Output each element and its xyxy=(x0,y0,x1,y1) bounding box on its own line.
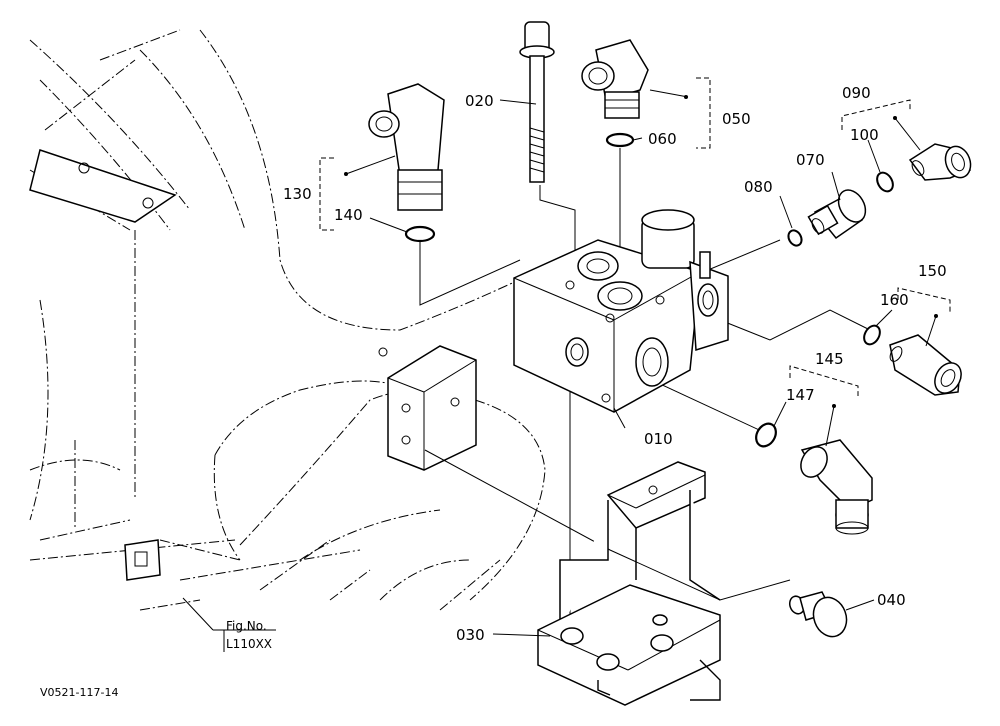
figure-ref-line1: Fig.No. xyxy=(226,619,267,633)
plug-040[interactable] xyxy=(787,591,852,641)
elbow-fitting-145[interactable] xyxy=(796,439,873,535)
adapter-070[interactable] xyxy=(807,185,870,240)
label-100: 100 xyxy=(850,126,879,144)
bracket-030[interactable] xyxy=(537,461,721,706)
o-ring-060[interactable] xyxy=(605,132,635,148)
o-ring-140[interactable] xyxy=(404,225,436,243)
background-frame xyxy=(29,29,561,611)
label-147: 147 xyxy=(786,386,815,404)
assembly-guide-lines xyxy=(182,148,871,640)
label-010: 010 xyxy=(644,430,673,448)
o-ring-160[interactable] xyxy=(861,323,883,347)
group-bracket-050 xyxy=(696,77,711,149)
label-080: 080 xyxy=(744,178,773,196)
label-030: 030 xyxy=(456,626,485,644)
o-ring-147[interactable] xyxy=(752,420,780,450)
label-040: 040 xyxy=(877,591,906,609)
label-050: 050 xyxy=(722,110,751,128)
leader-lines xyxy=(213,89,938,652)
figure-reference: Fig.No. L110XX xyxy=(226,619,272,651)
group-bracket-130 xyxy=(319,157,334,231)
label-070: 070 xyxy=(796,151,825,169)
figure-ref-line2: L110XX xyxy=(226,637,272,651)
part-labels: 020 050 060 130 140 070 080 090 100 150 … xyxy=(283,84,947,644)
frame-small-plate xyxy=(124,539,161,581)
elbow-sensor-050[interactable] xyxy=(581,39,649,119)
drawing-code: V0521-117-14 xyxy=(40,686,118,699)
frame-mount-block xyxy=(378,345,477,471)
label-140: 140 xyxy=(334,206,363,224)
label-090: 090 xyxy=(842,84,871,102)
label-150: 150 xyxy=(918,262,947,280)
label-130: 130 xyxy=(283,185,312,203)
o-ring-080[interactable] xyxy=(786,228,804,248)
elbow-fitting-090[interactable] xyxy=(908,143,975,181)
valve-block-010[interactable] xyxy=(513,209,729,413)
group-bracket-090 xyxy=(841,99,911,130)
label-145: 145 xyxy=(815,350,844,368)
sensor-130[interactable] xyxy=(368,83,445,211)
label-160: 160 xyxy=(880,291,909,309)
frame-bracket-plate xyxy=(29,149,177,223)
label-020: 020 xyxy=(465,92,494,110)
bolt-020[interactable] xyxy=(519,21,555,183)
o-ring-100[interactable] xyxy=(874,170,896,194)
elbow-fitting-150[interactable] xyxy=(888,334,967,398)
label-060: 060 xyxy=(648,130,677,148)
